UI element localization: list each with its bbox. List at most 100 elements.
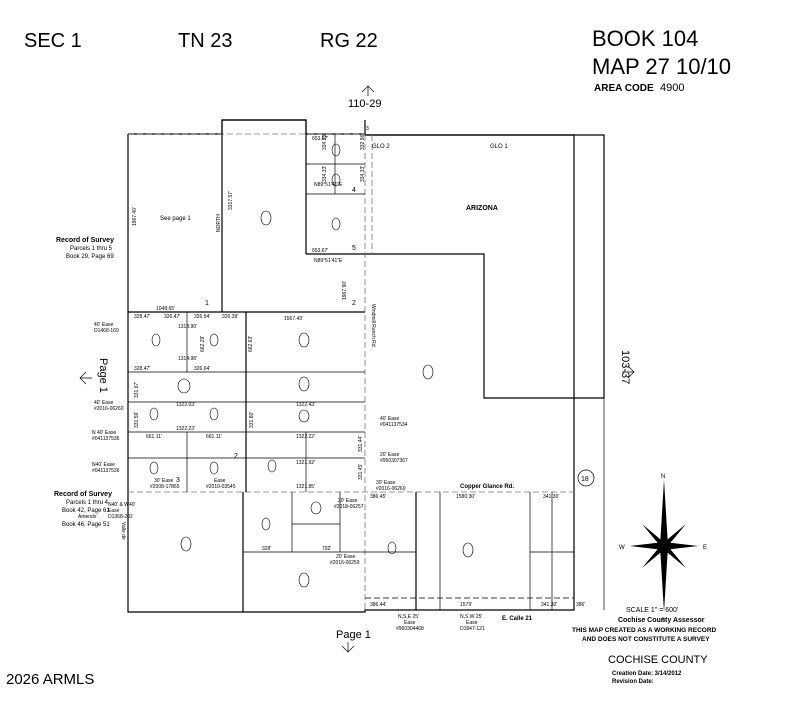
- parcel-marker: 4: [352, 187, 356, 194]
- scale-label: SCALE 1" = 600': [626, 607, 678, 614]
- easement-label: 20' Ease: [380, 452, 400, 458]
- survey-line: Book 42, Page 61: [62, 508, 110, 514]
- survey-line: Parcels 1 thru 4: [66, 500, 109, 506]
- dim-label: 1314.98': [178, 356, 197, 362]
- area-code-value: 4900: [660, 82, 684, 94]
- easement-label: D1368-202: [108, 514, 133, 520]
- east-strip: [573, 398, 605, 610]
- dim-label: 331.67': [134, 382, 140, 398]
- easement-label: N,S,W 25': [460, 614, 482, 620]
- compass-n: N: [661, 474, 665, 480]
- easement-label: #2016-06260: [94, 406, 124, 412]
- arrow-right-icon: [622, 365, 635, 379]
- compass-s: S: [661, 618, 665, 624]
- dim-label: 1322.22': [296, 434, 315, 440]
- valle-road-label: Valle de: [120, 522, 126, 540]
- dim-label: 662.63': [248, 336, 254, 352]
- arizona-block: [365, 134, 605, 399]
- easement-label: #2010-03545: [206, 484, 236, 490]
- calle-road-label: E. Calle 21: [502, 616, 533, 622]
- dim-label: 328': [262, 546, 271, 552]
- easement-label: N 40' Ease: [92, 430, 117, 436]
- book-label: BOOK 104: [592, 26, 698, 51]
- compass-e: E: [703, 545, 707, 551]
- range-label: RG 22: [320, 30, 378, 52]
- parcel-marker: 2: [352, 300, 356, 307]
- ref-top: 110-29: [348, 98, 381, 110]
- dim-label: 653.67': [312, 248, 328, 254]
- dim-label: 386.44': [370, 602, 386, 608]
- glo1-label: GLO 1: [490, 144, 508, 150]
- easement-label: Ease: [466, 620, 478, 626]
- dim-label: 1322.43': [296, 402, 315, 408]
- see-page-label: See page 1: [160, 216, 191, 222]
- easement-label: D1468-169: [94, 328, 119, 334]
- compass-rose-icon: N S E W: [619, 474, 707, 624]
- dim-label: 386.45': [370, 494, 386, 500]
- dim-label: 1321.92': [296, 460, 315, 466]
- dim-label: 1322.03': [176, 402, 195, 408]
- easement-label: Ease: [214, 478, 226, 484]
- dim-label: 662.29': [200, 336, 206, 352]
- dim-label: 1321.85': [296, 484, 315, 490]
- easement-notes: 40' Ease D1468-169 40' Ease #2016-06260 …: [92, 322, 485, 632]
- dim-label: 334.33': [360, 166, 366, 182]
- arrow-up-icon: [361, 85, 375, 96]
- survey-title: Record of Survey: [56, 237, 114, 244]
- dim-label: 792': [322, 546, 331, 552]
- easement-label: Ease: [108, 508, 120, 514]
- parcel-marker: 5: [352, 245, 356, 252]
- survey-line: Parcels 1 thru 5: [70, 246, 113, 252]
- dim-label: 653.67': [312, 136, 328, 142]
- area-code-label: AREA CODE: [594, 83, 654, 94]
- ref-right: 103-37: [619, 350, 631, 384]
- easement-label: 40' Ease: [94, 322, 114, 328]
- dim-label: 334.33': [322, 166, 328, 182]
- easement-label: #041137534: [380, 422, 408, 428]
- dim-label: 328.47': [134, 366, 150, 372]
- dim-label: 328.47': [134, 314, 150, 320]
- dim-label: 661.11': [206, 434, 222, 440]
- dim-label: 341.30': [543, 494, 559, 500]
- dim-label: 661.11': [146, 434, 162, 440]
- easement-label: 40' Ease: [94, 400, 114, 406]
- county-label: COCHISE COUNTY: [608, 654, 708, 666]
- arrow-down-icon: [341, 642, 355, 653]
- dim-label: 331.80': [249, 412, 255, 428]
- easement-label: #2008-17865: [150, 484, 180, 490]
- dim-label: 331.44': [358, 436, 364, 452]
- easement-label: 20' Ease: [336, 554, 356, 560]
- easement-label: N,S,E 25': [398, 614, 419, 620]
- easement-label: N40' & W40': [108, 502, 136, 508]
- dim-label: 1579': [460, 602, 472, 608]
- dim-label: 341.30': [541, 602, 557, 608]
- dim-label: 1322.23': [176, 426, 195, 432]
- dim-label: 326.64': [194, 366, 210, 372]
- survey-line: Book 29, Page 69: [66, 254, 114, 260]
- easement-label: N40' Ease: [92, 462, 115, 468]
- arrow-left-icon: [79, 371, 92, 385]
- dim-label: 1048.65': [156, 306, 175, 312]
- survey-title: Record of Survey: [54, 491, 112, 498]
- township-label: TN 23: [178, 30, 232, 52]
- bearing-label: N89°51'41"E: [314, 182, 343, 188]
- top-marker: 3: [366, 126, 369, 132]
- copyright-label: 2026 ARMLS: [6, 671, 94, 688]
- bearing-label: N89°51'41"E: [314, 258, 343, 264]
- easement-label: #950307367: [380, 458, 408, 464]
- easement-label: #960304468: [396, 626, 424, 632]
- easement-label: 30' Ease: [154, 478, 174, 484]
- dim-label: 334.33': [322, 134, 328, 150]
- north-label: NORTH: [216, 214, 222, 232]
- easement-label: 30' Ease: [376, 480, 396, 486]
- parcel-markers: 1 2 4 5 2 3 18: [176, 187, 595, 487]
- parcel-marker: 18: [581, 476, 589, 483]
- note-line-1: THIS MAP CREATED AS A WORKING RECORD: [572, 627, 717, 634]
- assessor-label: Cochise County Assessor: [618, 617, 705, 624]
- creation-date: Creation Date: 3/14/2012: [612, 671, 682, 677]
- dim-label: 1967.90': [342, 281, 348, 300]
- parcel-id-ovals: [149, 143, 474, 588]
- dim-label: 326.54': [194, 314, 210, 320]
- section-label: SEC 1: [24, 30, 82, 52]
